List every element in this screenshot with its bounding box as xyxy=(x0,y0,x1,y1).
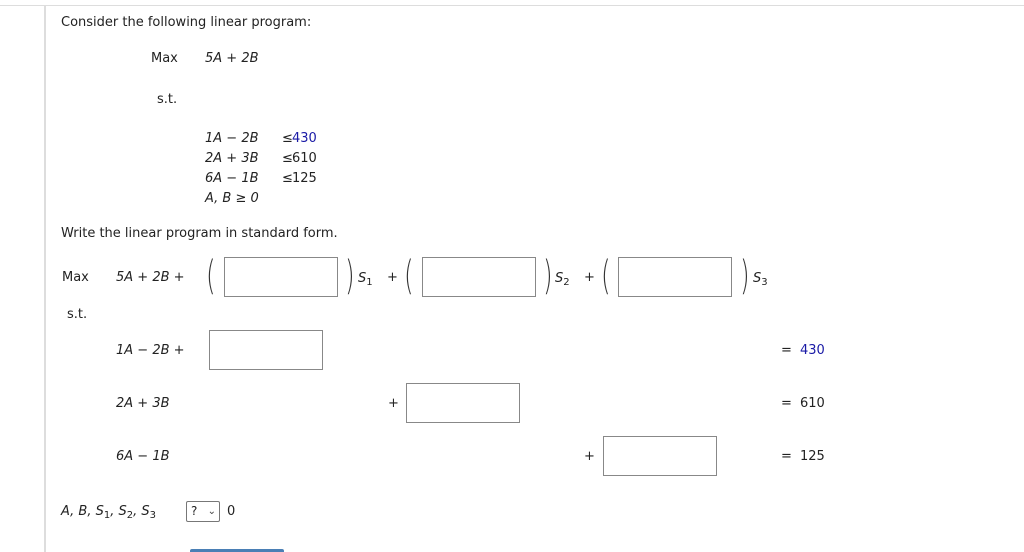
select-value: ? xyxy=(191,504,198,518)
sf-nonneg-rhs: 0 xyxy=(227,504,236,519)
max-label: Max xyxy=(151,51,178,66)
constraint-lhs: 1A − 2B xyxy=(205,131,259,146)
st-label: s.t. xyxy=(157,92,178,107)
instruction-text: Write the linear program in standard for… xyxy=(61,226,338,241)
constraint-lhs: 6A − 1B xyxy=(205,171,259,186)
right-paren: ) xyxy=(740,253,750,299)
sf-nonneg-vars: A, B, S1, S2, S3 xyxy=(61,504,157,521)
constraint-lhs: 2A + 3B xyxy=(205,151,259,166)
s1-coefficient-input[interactable] xyxy=(224,257,338,297)
s2-label: S2 xyxy=(555,271,570,288)
constraint-rhs: 430 xyxy=(292,131,317,146)
right-paren: ) xyxy=(543,253,553,299)
s2-coefficient-input[interactable] xyxy=(422,257,536,297)
submit-button-partial[interactable] xyxy=(190,549,284,552)
sf-st-label: s.t. xyxy=(67,307,88,322)
left-paren: ( xyxy=(601,253,611,299)
right-paren: ) xyxy=(345,253,355,299)
constraint-op: ≤ xyxy=(282,171,293,186)
row2-slack-input[interactable] xyxy=(406,383,520,423)
constraint-rhs: 125 xyxy=(292,171,317,186)
chevron-down-icon: ⌄ xyxy=(207,506,216,517)
constraint-op: ≤ xyxy=(282,151,293,166)
row1-rhs: 430 xyxy=(800,343,825,358)
left-paren: ( xyxy=(404,253,414,299)
plus-sign: + xyxy=(388,396,399,411)
constraint-rhs: 610 xyxy=(292,151,317,166)
frame-left-border xyxy=(44,5,46,552)
sf-max-label: Max xyxy=(62,270,89,285)
left-paren: ( xyxy=(206,253,216,299)
row2-lhs: 2A + 3B xyxy=(116,396,170,411)
intro-text: Consider the following linear program: xyxy=(61,15,312,30)
row3-eq: = xyxy=(781,449,792,464)
objective: 5A + 2B xyxy=(205,51,259,66)
s3-label: S3 xyxy=(753,271,768,288)
sf-objective-prefix: 5A + 2B + xyxy=(116,270,185,285)
frame-top-border xyxy=(0,5,1024,6)
plus-sign: + xyxy=(584,270,595,285)
row3-slack-input[interactable] xyxy=(603,436,717,476)
s1-label: S1 xyxy=(358,271,373,288)
row3-rhs: 125 xyxy=(800,449,825,464)
plus-sign: + xyxy=(387,270,398,285)
row3-lhs: 6A − 1B xyxy=(116,449,170,464)
plus-sign: + xyxy=(584,449,595,464)
row1-slack-input[interactable] xyxy=(209,330,323,370)
nonnegativity: A, B ≥ 0 xyxy=(205,191,259,206)
row2-eq: = xyxy=(781,396,792,411)
s3-coefficient-input[interactable] xyxy=(618,257,732,297)
row1-eq: = xyxy=(781,343,792,358)
row1-lhs: 1A − 2B + xyxy=(116,343,185,358)
row2-rhs: 610 xyxy=(800,396,825,411)
inequality-select[interactable]: ?⌄ xyxy=(186,501,220,522)
constraint-op: ≤ xyxy=(282,131,293,146)
